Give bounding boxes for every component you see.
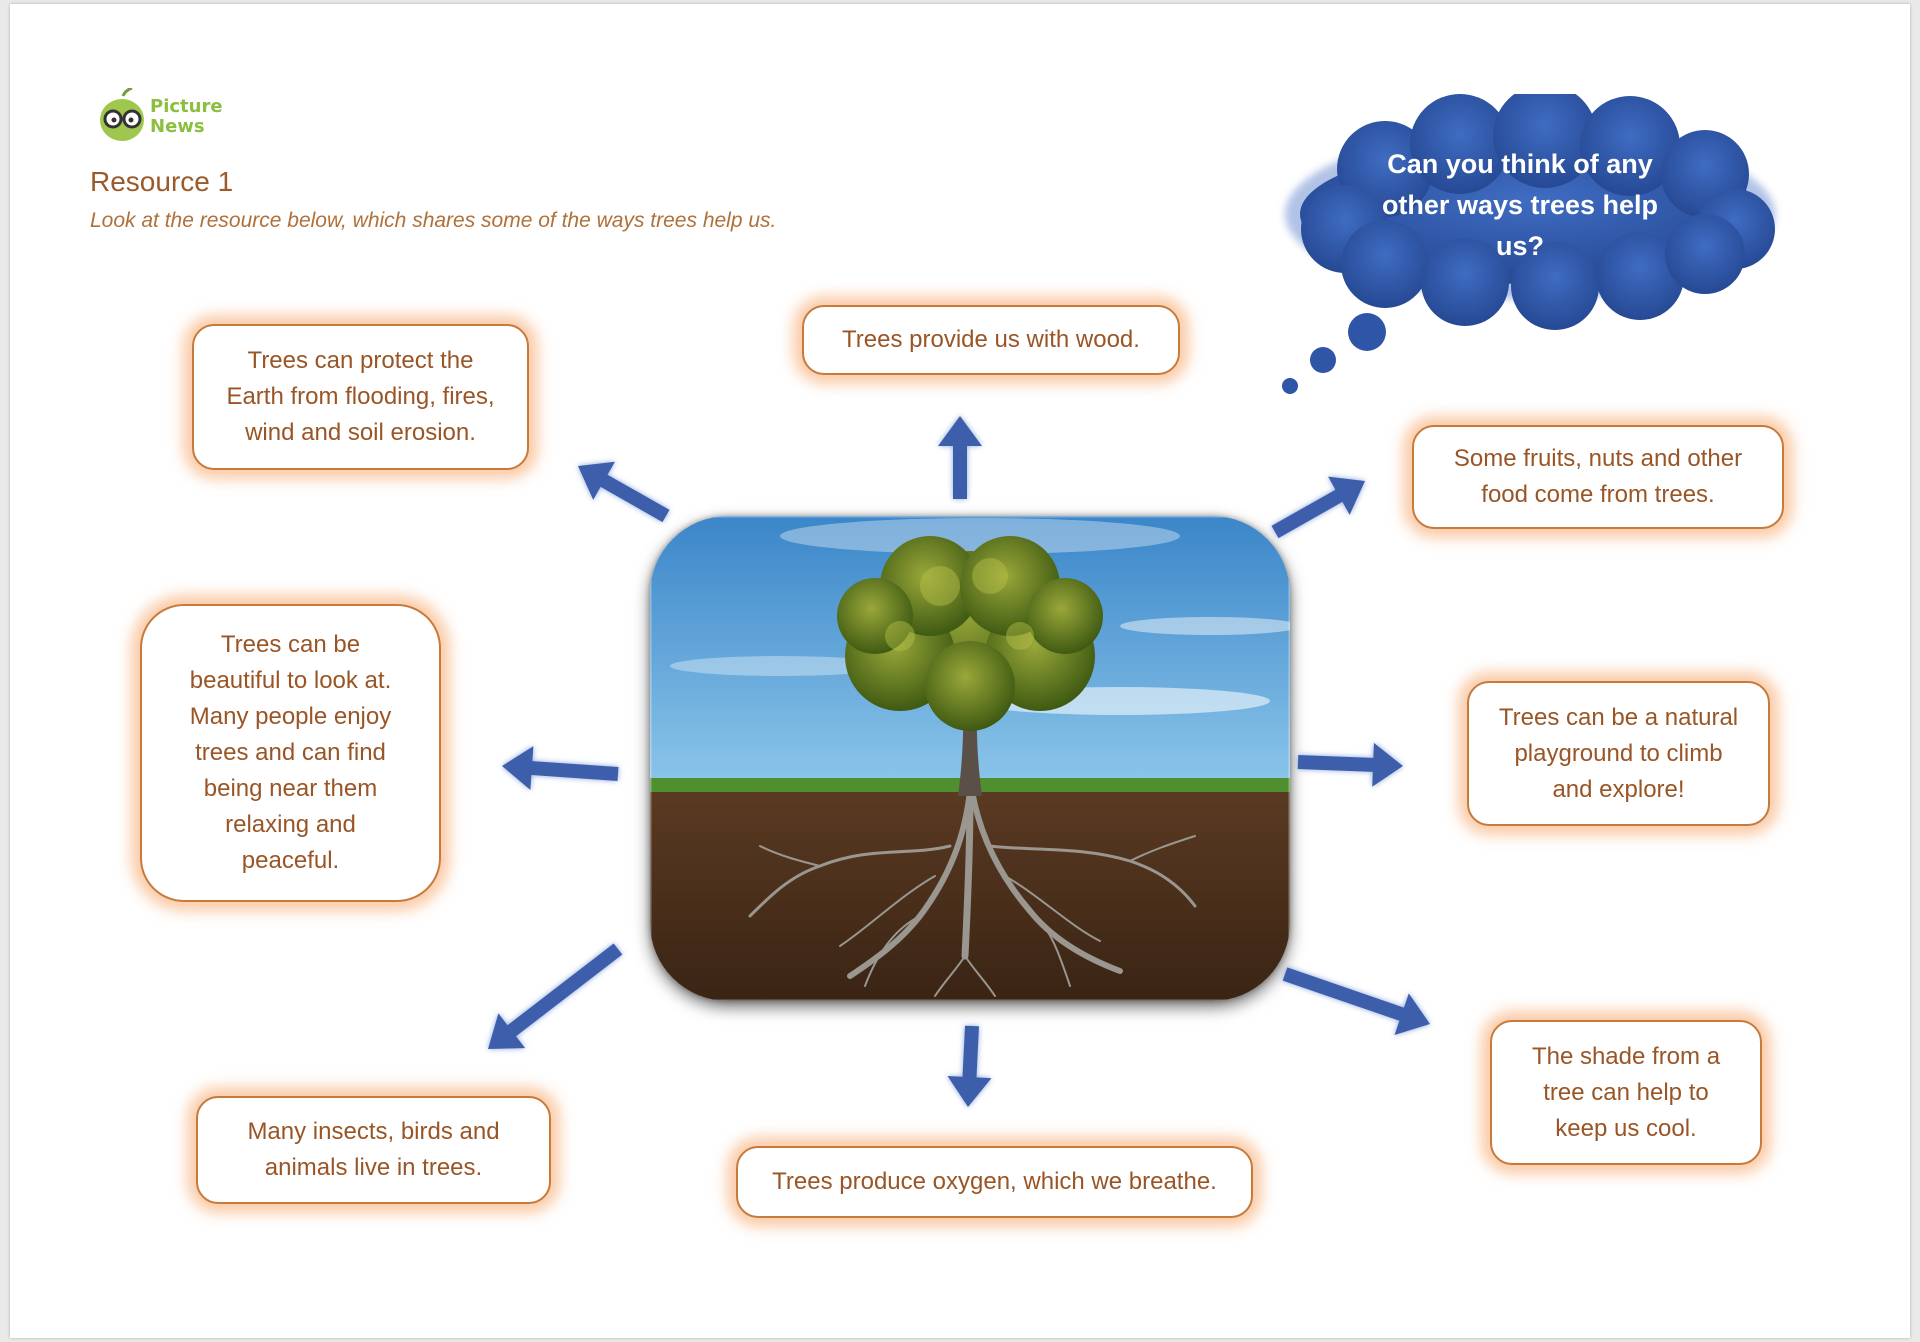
thought-bubble-dot-large	[1348, 313, 1386, 351]
arrow-to-playground	[1297, 742, 1403, 787]
arrow-to-oxygen	[947, 1025, 992, 1107]
fact-box-protect: Trees can protect the Earth from floodin…	[192, 324, 529, 470]
fact-box-food: Some fruits, nuts and other food come fr…	[1412, 425, 1784, 529]
fact-box-animals: Many insects, birds and animals live in …	[196, 1096, 551, 1204]
arrow-to-shade	[1282, 967, 1430, 1035]
fact-line: wind and soil erosion.	[245, 419, 476, 446]
fact-line: keep us cool.	[1555, 1114, 1697, 1142]
resource-title: Resource 1	[90, 166, 234, 197]
fact-box-wood: Trees provide us with wood.	[802, 305, 1180, 375]
fact-line: peaceful.	[241, 847, 340, 874]
thought-bubble-dot-small	[1282, 378, 1298, 394]
arrow-to-animals	[488, 943, 623, 1049]
worksheet-page: Picture News Resource 1 Look at the reso…	[10, 4, 1910, 1338]
fact-line: beautiful to look at.	[189, 667, 392, 694]
fact-line: Trees can be a natural	[1498, 703, 1739, 731]
logo-text-line2: News	[150, 116, 205, 137]
logo-wordmark: Picture News	[150, 97, 223, 137]
logo-text-line1: Picture	[150, 96, 223, 117]
thought-question-line: us?	[1495, 231, 1544, 261]
fact-line: relaxing and	[225, 811, 356, 838]
thought-question-line: other ways trees help	[1381, 190, 1659, 220]
fact-line: trees and can find	[195, 739, 386, 766]
fact-box-playground: Trees can be a natural playground to cli…	[1467, 681, 1770, 826]
fact-line: Many insects, birds and	[247, 1118, 500, 1145]
fact-box-shade: The shade from a tree can help to keep u…	[1490, 1020, 1762, 1165]
fact-line: animals live in trees.	[264, 1154, 483, 1181]
arrow-to-food	[1271, 476, 1365, 539]
picture-news-logo: Picture News	[98, 86, 238, 144]
tree-with-roots-icon	[650, 516, 1290, 1001]
fact-line: tree can help to	[1543, 1078, 1709, 1106]
arrow-to-protect	[578, 461, 670, 523]
fact-line: Trees can be	[220, 631, 361, 658]
fact-line: Trees can protect the	[247, 347, 474, 374]
fact-line: The shade from a	[1531, 1042, 1721, 1070]
tree-image	[650, 516, 1290, 1001]
fact-line: and explore!	[1552, 775, 1685, 803]
fact-line: Trees produce oxygen, which we breathe.	[772, 1168, 1217, 1195]
arrow-to-beautiful	[502, 746, 619, 790]
apple-with-glasses-icon	[100, 86, 144, 141]
fact-line: food come from trees.	[1481, 481, 1715, 508]
fact-box-beautiful: Trees can be beautiful to look at. Many …	[140, 604, 441, 902]
fact-box-oxygen: Trees produce oxygen, which we breathe.	[736, 1146, 1253, 1218]
fact-line: Earth from flooding, fires,	[226, 383, 495, 410]
fact-line: playground to climb	[1514, 739, 1723, 767]
thought-question-line: Can you think of any	[1387, 149, 1653, 179]
fact-line: being near them	[203, 775, 378, 802]
fact-line: Some fruits, nuts and other	[1453, 445, 1743, 472]
resource-subtitle: Look at the resource below, which shares…	[90, 209, 777, 232]
thought-bubble-dot-medium	[1310, 347, 1336, 373]
thought-question: Can you think of any other ways trees he…	[1355, 144, 1685, 267]
fact-line: Trees provide us with wood.	[842, 326, 1140, 353]
fact-line: Many people enjoy	[189, 703, 392, 730]
arrow-to-wood	[938, 416, 982, 499]
thought-cloud	[1282, 94, 1775, 394]
